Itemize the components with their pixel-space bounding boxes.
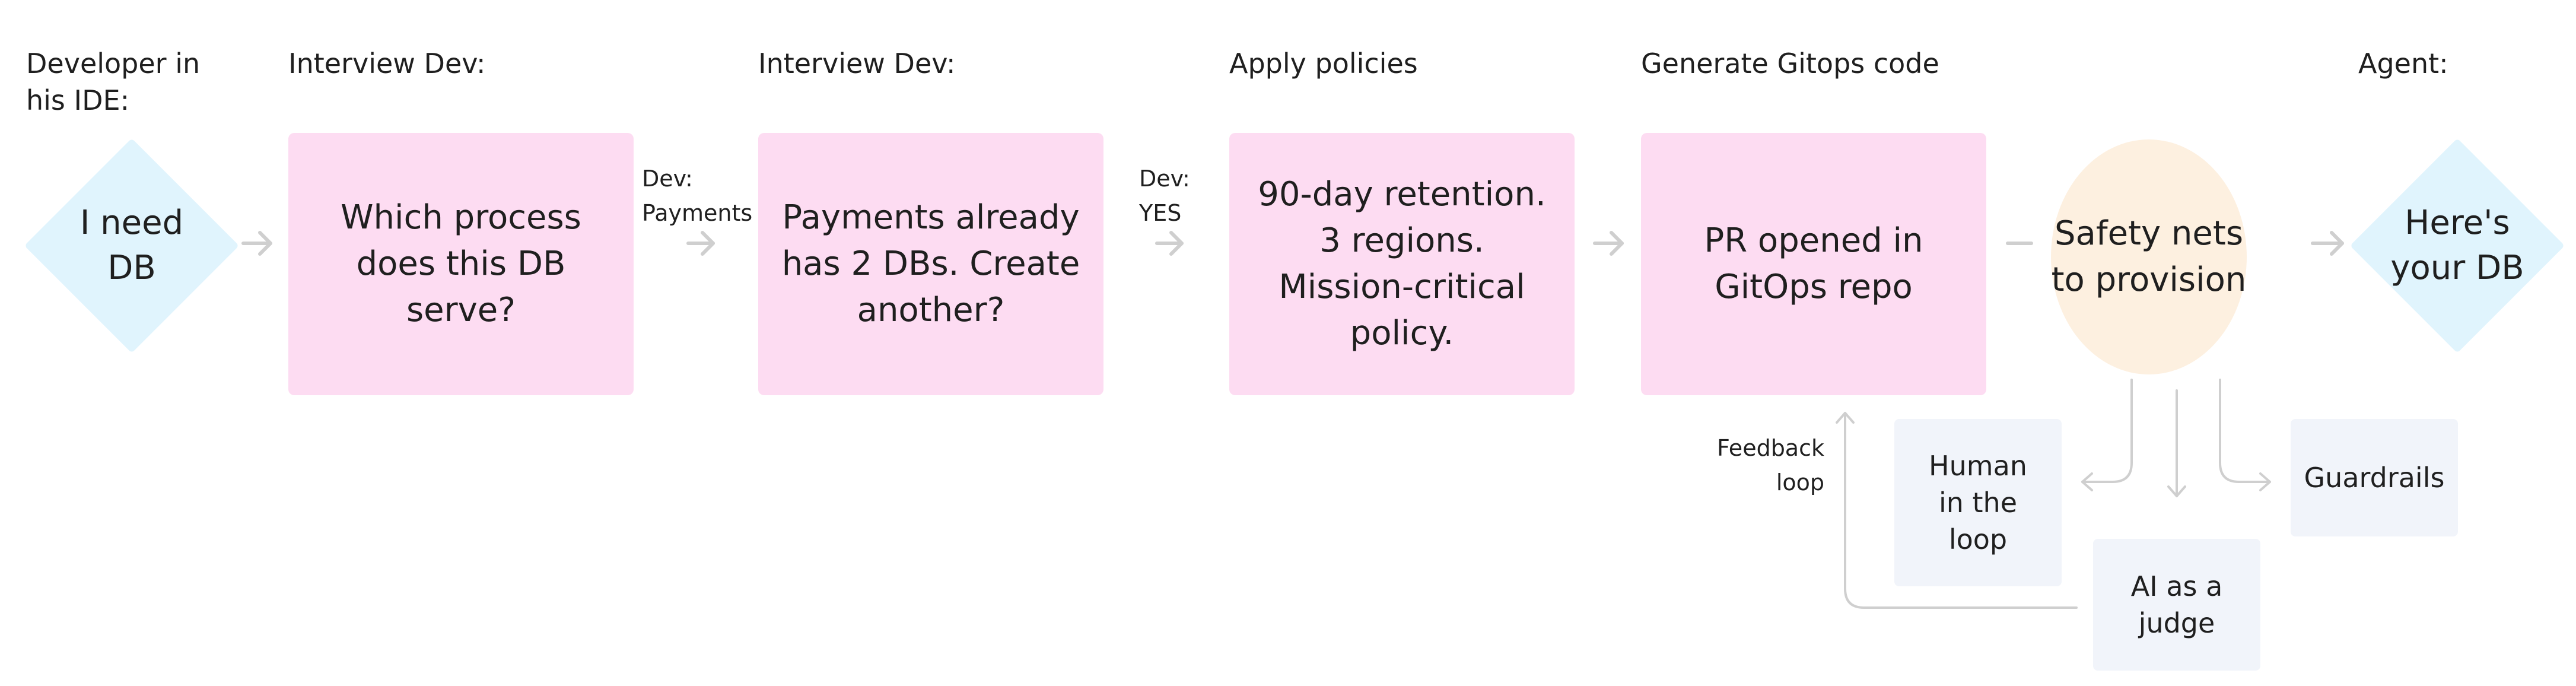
safety-box-guardrails: Guardrails (2291, 419, 2458, 536)
stage-label-policies: Apply policies (1229, 47, 1418, 80)
policy-box: 90-day retention. 3 regions. Mission-cri… (1229, 133, 1575, 395)
arrow-start-to-question (241, 231, 272, 256)
connector-safety-to-human (2081, 379, 2133, 491)
stage-label-developer: Developer in his IDE: (26, 47, 201, 116)
connector-safety-to-guardrails (2219, 379, 2271, 491)
arrow-question-to-policy (1155, 231, 1184, 256)
safety-box-human-in-loop: Human in the loop (1894, 419, 2062, 586)
pr-box: PR opened in GitOps repo (1641, 133, 1986, 395)
start-node: I need DB (24, 138, 240, 354)
end-node: Here's your DB (2349, 138, 2565, 354)
stage-label-agent: Agent: (2358, 47, 2448, 80)
safety-box-ai-judge: AI as a judge (2093, 539, 2260, 671)
end-node-text: Here's your DB (2390, 204, 2524, 287)
arrow-safety-to-end (2311, 231, 2344, 256)
question-box-process: Which process does this DB serve? (288, 133, 634, 395)
question-box-payments: Payments already has 2 DBs. Create anoth… (758, 133, 1103, 395)
start-node-text: I need DB (79, 204, 184, 287)
feedback-loop-label: Feedback loop (1717, 435, 1824, 496)
connector-safety-to-judge (2167, 389, 2186, 497)
edge-label-yes: Dev: YES (1139, 166, 1190, 226)
edge-label-payments: Dev: Payments (642, 166, 753, 226)
arrow-question-to-question (686, 231, 715, 256)
arrow-policy-to-pr (1593, 231, 1624, 256)
safety-nets-node: Safety nets to provision (2051, 139, 2247, 374)
stage-label-interview-1: Interview Dev: (288, 47, 486, 80)
stage-label-gitops: Generate Gitops code (1641, 47, 1939, 80)
stage-label-interview-2: Interview Dev: (758, 47, 956, 80)
